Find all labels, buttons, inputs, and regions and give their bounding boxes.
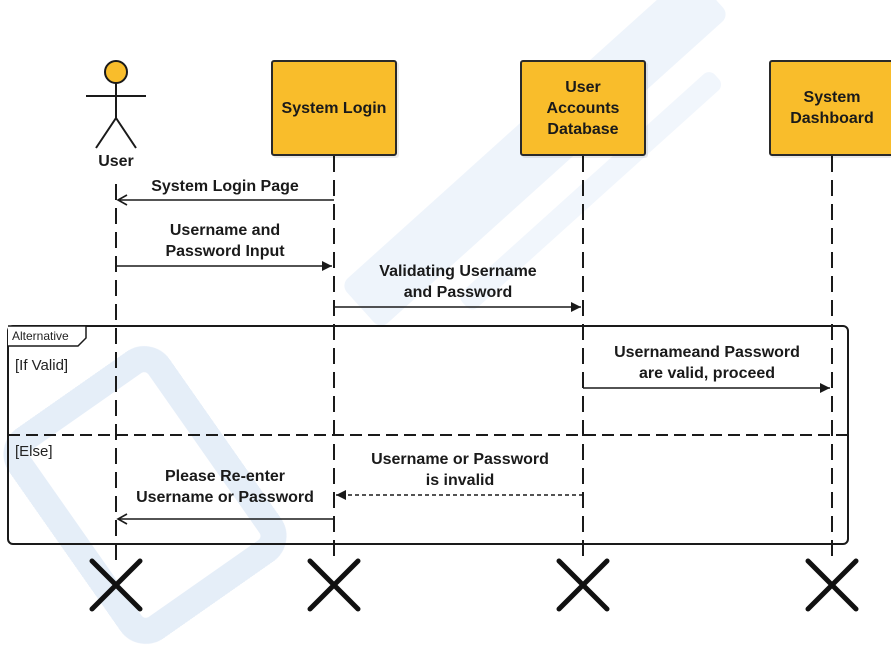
guard-else: [Else] [15,443,53,460]
message-label-line: are valid, proceed [638,365,776,382]
message-label-line: Username or Password [371,451,549,468]
message-label-m6: Please Re-enter Username or Password [120,466,330,508]
message-label-line: Username or Password [136,489,314,506]
guard-if-valid: [If Valid] [15,357,69,374]
message-label-line: Usernameand Password [614,344,800,361]
alt-fragment-tag: Alternative [12,329,69,343]
message-label-m1: System Login Page [125,176,325,197]
participant-system-login: System Login [271,60,397,156]
message-label-line: is invalid [425,472,495,489]
login-destroy-icon [307,558,361,612]
message-label-line: Username and [169,222,281,239]
user-actor-label: User [98,153,134,170]
message-label-line: and Password [403,284,513,301]
message-label-m2: Username and Password Input [125,220,325,262]
message-label-line: Password Input [165,243,285,260]
message-label-line: System Login Page [151,178,299,195]
message-label-line: Validating Username [379,263,537,280]
alt-fragment-tag-box [8,325,87,347]
message-label-m5: Username or Password is invalid [345,449,575,491]
dashboard-destroy-icon [805,558,859,612]
message-label-line: Please Re-enter [164,468,286,485]
message-label-m3: Validating Username and Password [348,261,568,303]
user-actor-icon [86,60,146,149]
participant-system-dashboard: System Dashboard [769,60,891,156]
participant-user-accounts-database: User Accounts Database [520,60,646,156]
user-destroy-icon [89,558,143,612]
db-destroy-icon [556,558,610,612]
message-label-m4: Usernameand Password are valid, proceed [592,342,822,384]
